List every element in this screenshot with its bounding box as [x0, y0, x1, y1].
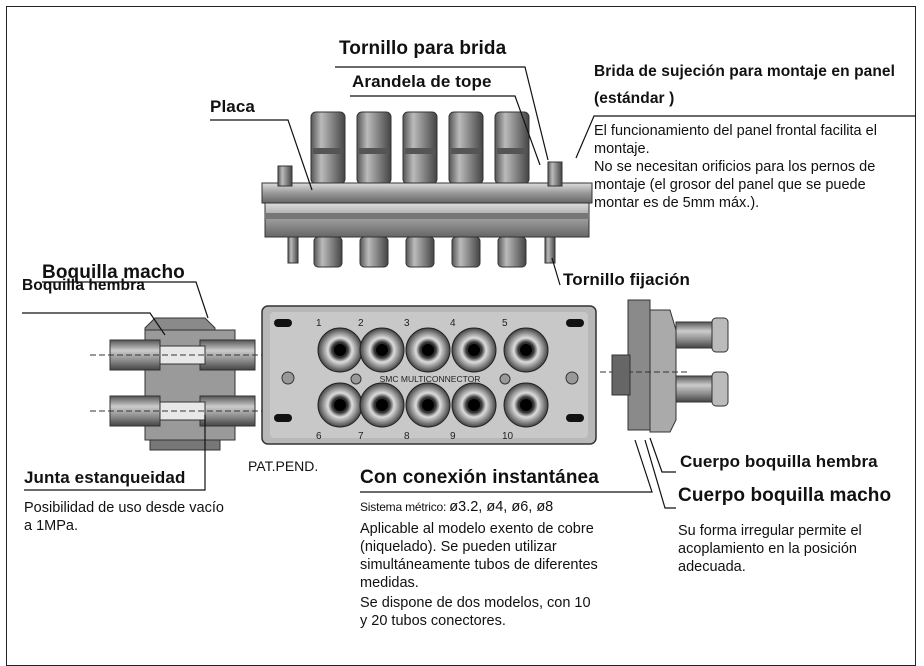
right-side-illustration	[600, 299, 729, 433]
label-brida-title: Brida de sujeción para montaje en panel	[594, 63, 896, 80]
port-number: 9	[450, 431, 456, 442]
label-tornillo-brida: Tornillo para brida	[339, 38, 507, 59]
port-number: 5	[502, 318, 508, 329]
bottom-fitting	[497, 236, 527, 268]
metric-sizes: Sistema métrico: ø3.2, ø4, ø6, ø8	[360, 498, 553, 516]
conexion-description-2: Se dispone de dos modelos, con 10 y 20 t…	[360, 595, 591, 629]
port-number: 8	[404, 431, 410, 442]
metric-size-values: ø3.2, ø4, ø6, ø8	[449, 499, 554, 515]
macho-description: Su forma irregular permite el acoplamien…	[678, 523, 862, 575]
bottom-fitting	[405, 236, 435, 268]
port-number: 2	[358, 318, 364, 329]
bottom-fitting	[313, 236, 343, 268]
leader-lines	[22, 66, 916, 509]
brida-description: El funcionamiento del panel frontal faci…	[594, 123, 877, 157]
label-tornillo-fijacion: Tornillo fijación	[563, 270, 690, 289]
bottom-fitting	[451, 236, 481, 268]
label-boquilla-hembra: Boquilla hembra	[22, 277, 145, 294]
port-number: 10	[502, 431, 514, 442]
pat-pend: PAT.PEND.	[248, 458, 319, 474]
bottom-fitting	[359, 236, 389, 268]
port-number: 1	[316, 318, 322, 329]
label-con-conexion: Con conexión instantánea	[360, 467, 599, 488]
brida-description-2: No se necesitan orificios para los perno…	[594, 159, 876, 211]
port-number: 3	[404, 318, 410, 329]
front-plate-illustration: 1 2 3 4 5 6 7 8 9 10 SMC MULTICONNECTOR	[261, 305, 597, 445]
connector-illustrations: 1 2 3 4 5 6 7 8 9 10 SMC MULTICONNECTOR	[22, 66, 916, 509]
metric-system-label: Sistema métrico:	[360, 500, 450, 514]
label-cuerpo-hembra: Cuerpo boquilla hembra	[680, 452, 878, 471]
label-junta: Junta estanqueidad	[24, 468, 186, 487]
junta-description: Posibilidad de uso desde vacío a 1MPa.	[24, 500, 224, 534]
top-connector-illustration	[261, 111, 593, 268]
port-number: 6	[316, 431, 322, 442]
port-number: 4	[450, 318, 456, 329]
plate-brand: SMC MULTICONNECTOR	[380, 374, 481, 384]
left-section-illustration	[90, 317, 262, 451]
label-cuerpo-macho: Cuerpo boquilla macho	[678, 485, 892, 506]
label-boquilla-macho: Boquilla macho	[42, 262, 185, 283]
port-number: 7	[358, 431, 364, 442]
label-arandela: Arandela de tope	[352, 72, 492, 91]
label-brida-title-2: (estándar )	[594, 90, 675, 107]
conexion-description: Aplicable al modelo exento de cobre (niq…	[360, 521, 598, 591]
label-placa: Placa	[210, 97, 255, 116]
